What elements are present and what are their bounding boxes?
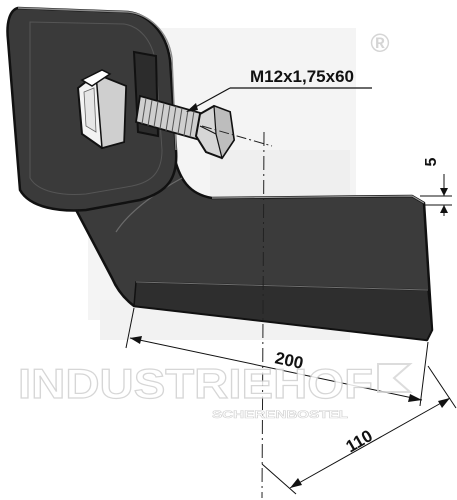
registered-mark: ® [370, 28, 389, 58]
bolt-callout: M12x1,75x60 [186, 67, 372, 112]
blade-crease [135, 281, 429, 291]
thickness-label: 5 [423, 157, 440, 166]
length-dimension: 200 [125, 307, 429, 407]
bolt-leader-arrowhead [186, 103, 198, 112]
blade-fold-line [115, 177, 183, 233]
clamp-highlight [83, 87, 97, 133]
width-label: 110 [343, 426, 376, 456]
watermark-location: SCHERENBOSTEL [212, 409, 348, 421]
bolt-hex-edge [199, 125, 217, 135]
clamp-lip [80, 69, 112, 87]
watermark-brand: INDUSTRIEHOF [18, 360, 373, 407]
bolt [134, 94, 236, 160]
mounting-plate-edge [17, 7, 177, 151]
bolt-axis-line [201, 125, 273, 147]
mounting-plate-inner-edge [29, 21, 163, 195]
bolt-threads [141, 97, 195, 138]
center-line [261, 131, 265, 499]
bolt-label: M12x1,75x60 [250, 67, 354, 86]
blade-top-edge [211, 195, 425, 204]
blade [72, 158, 434, 342]
watermark: INDUSTRIEHOF SCHERENBOSTEL [17, 359, 413, 421]
thickness-dimension: 5 [420, 157, 452, 216]
watermark-logo-icon [377, 363, 413, 393]
clamp-front-face [95, 72, 127, 149]
